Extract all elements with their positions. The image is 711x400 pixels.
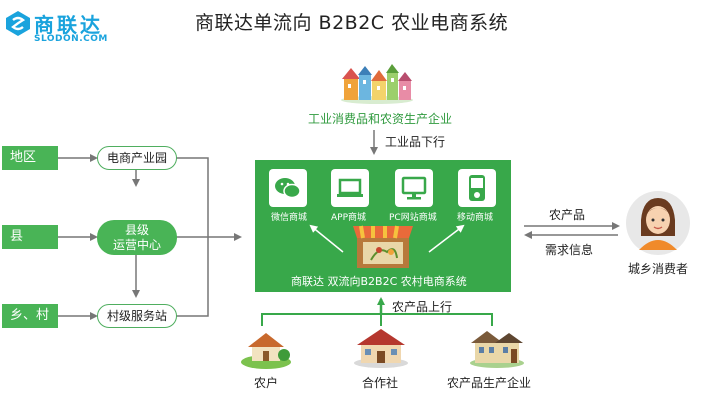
agri-up-label: 农产品上行	[392, 300, 453, 314]
industrial-down-label: 工业品下行	[385, 135, 446, 149]
logo-domain: SLODON.COM	[34, 34, 108, 44]
channel-pc-label: PC网站商城	[389, 213, 437, 223]
channel-app-label: APP商城	[331, 213, 367, 223]
bracket-bottom	[261, 313, 493, 326]
monitor-icon	[395, 169, 433, 207]
platform-box: 微信商城 APP商城 PC网站商城 移动商城 商联达 双流向B2B2C 农村电商…	[255, 160, 511, 292]
wechat-icon	[269, 169, 307, 207]
producer-farmer-label: 农户	[254, 376, 279, 390]
mobile-icon	[458, 169, 496, 207]
node-county-center-line2: 运营中心	[112, 238, 161, 252]
logo-text: 商联达	[34, 13, 103, 37]
agri-out-label: 农产品	[549, 208, 586, 222]
storefront-icon	[353, 225, 413, 268]
node-ecommerce-park: 电商产业园	[97, 146, 177, 170]
channel-mobile-label: 移动商城	[457, 213, 494, 223]
consumer-label: 城乡消费者	[628, 262, 689, 276]
factory-buildings-icon	[341, 64, 413, 104]
level-county: 县	[2, 225, 58, 249]
page-title: 商联达单流向 B2B2C 农业电商系统	[195, 12, 509, 34]
platform-caption: 商联达 双流向B2B2C 农村电商系统	[291, 275, 467, 288]
consumer-avatar-icon	[626, 191, 690, 255]
node-county-center: 县级 运营中心	[97, 220, 177, 255]
node-village-station: 村级服务站	[97, 304, 177, 328]
demand-in-label: 需求信息	[545, 243, 594, 257]
farmhouse-icon	[241, 333, 291, 369]
industrial-source-label: 工业消费品和农资生产企业	[308, 112, 453, 126]
producer-coop-label: 合作社	[362, 376, 399, 390]
level-village: 乡、村	[2, 304, 58, 328]
producer-enterprise-label: 农产品生产企业	[447, 376, 532, 390]
channel-wechat-label: 微信商城	[271, 213, 308, 223]
cooperative-icon	[354, 329, 408, 368]
level-region: 地区	[2, 146, 58, 170]
agri-enterprise-icon	[470, 331, 524, 368]
platform-inner-arrows	[309, 224, 465, 253]
node-county-center-line1: 县级	[124, 223, 149, 237]
logo-icon	[6, 11, 30, 36]
laptop-icon	[331, 169, 369, 207]
